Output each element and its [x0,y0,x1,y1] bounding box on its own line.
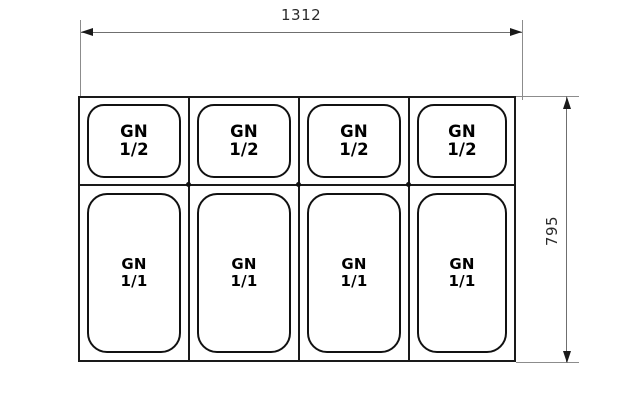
pan-label-top-3-line2: 1/2 [339,140,369,159]
extension-line-top [516,96,579,97]
width-arrow-right-icon [510,28,522,36]
height-arrow-top-icon [563,97,571,109]
pan-cell-bottom-4[interactable]: GN 1/1 [408,184,516,362]
extension-line-left [80,20,81,100]
pan-label-top-1-line1: GN [120,121,148,141]
joint-dot-2 [296,182,301,187]
pan-label-top-3-line1: GN [340,121,368,141]
joint-dot-3 [406,182,411,187]
pan-inner-bottom-4: GN 1/1 [417,193,507,353]
width-dimension-line [81,32,522,33]
pan-label-top-2-line2: 1/2 [229,140,259,159]
pan-label-bottom-4-line1: GN [449,255,475,274]
extension-line-bottom [516,362,579,363]
pan-cell-bottom-3[interactable]: GN 1/1 [298,184,410,362]
pan-inner-top-2: GN 1/2 [197,104,291,178]
pan-inner-top-3: GN 1/2 [307,104,401,178]
height-dimension-line [566,96,567,362]
pan-inner-top-4: GN 1/2 [417,104,507,178]
pan-label-bottom-2-line2: 1/1 [230,272,258,290]
pan-inner-bottom-1: GN 1/1 [87,193,181,353]
pan-inner-bottom-3: GN 1/1 [307,193,401,353]
pan-cell-bottom-1[interactable]: GN 1/1 [78,184,190,362]
pan-label-bottom-4-line2: 1/1 [448,272,476,290]
pan-cell-bottom-2[interactable]: GN 1/1 [188,184,300,362]
pan-label-top-4-line1: GN [448,121,476,141]
pan-label-top-2-line1: GN [230,121,258,141]
pan-cell-top-2[interactable]: GN 1/2 [188,96,300,186]
pan-inner-bottom-2: GN 1/1 [197,193,291,353]
height-dimension-label: 795 [543,215,562,247]
pan-label-top-4-line2: 1/2 [447,140,477,159]
pan-label-bottom-1-line1: GN [121,255,147,274]
pan-cell-top-4[interactable]: GN 1/2 [408,96,516,186]
width-arrow-left-icon [81,28,93,36]
joint-dot-1 [186,182,191,187]
width-dimension-label: 1312 [281,6,322,24]
extension-line-right [522,20,523,100]
height-arrow-bottom-icon [563,351,571,363]
pan-inner-top-1: GN 1/2 [87,104,181,178]
pan-label-bottom-3-line1: GN [341,255,367,274]
pan-label-top-1-line2: 1/2 [119,140,149,159]
pan-label-bottom-3-line2: 1/1 [340,272,368,290]
pan-cell-top-3[interactable]: GN 1/2 [298,96,410,186]
pan-label-bottom-1-line2: 1/1 [120,272,148,290]
pan-grid: GN 1/2 GN 1/2 GN 1/2 GN 1/2 GN [78,96,516,362]
pan-label-bottom-2-line1: GN [231,255,257,274]
pan-cell-top-1[interactable]: GN 1/2 [78,96,190,186]
